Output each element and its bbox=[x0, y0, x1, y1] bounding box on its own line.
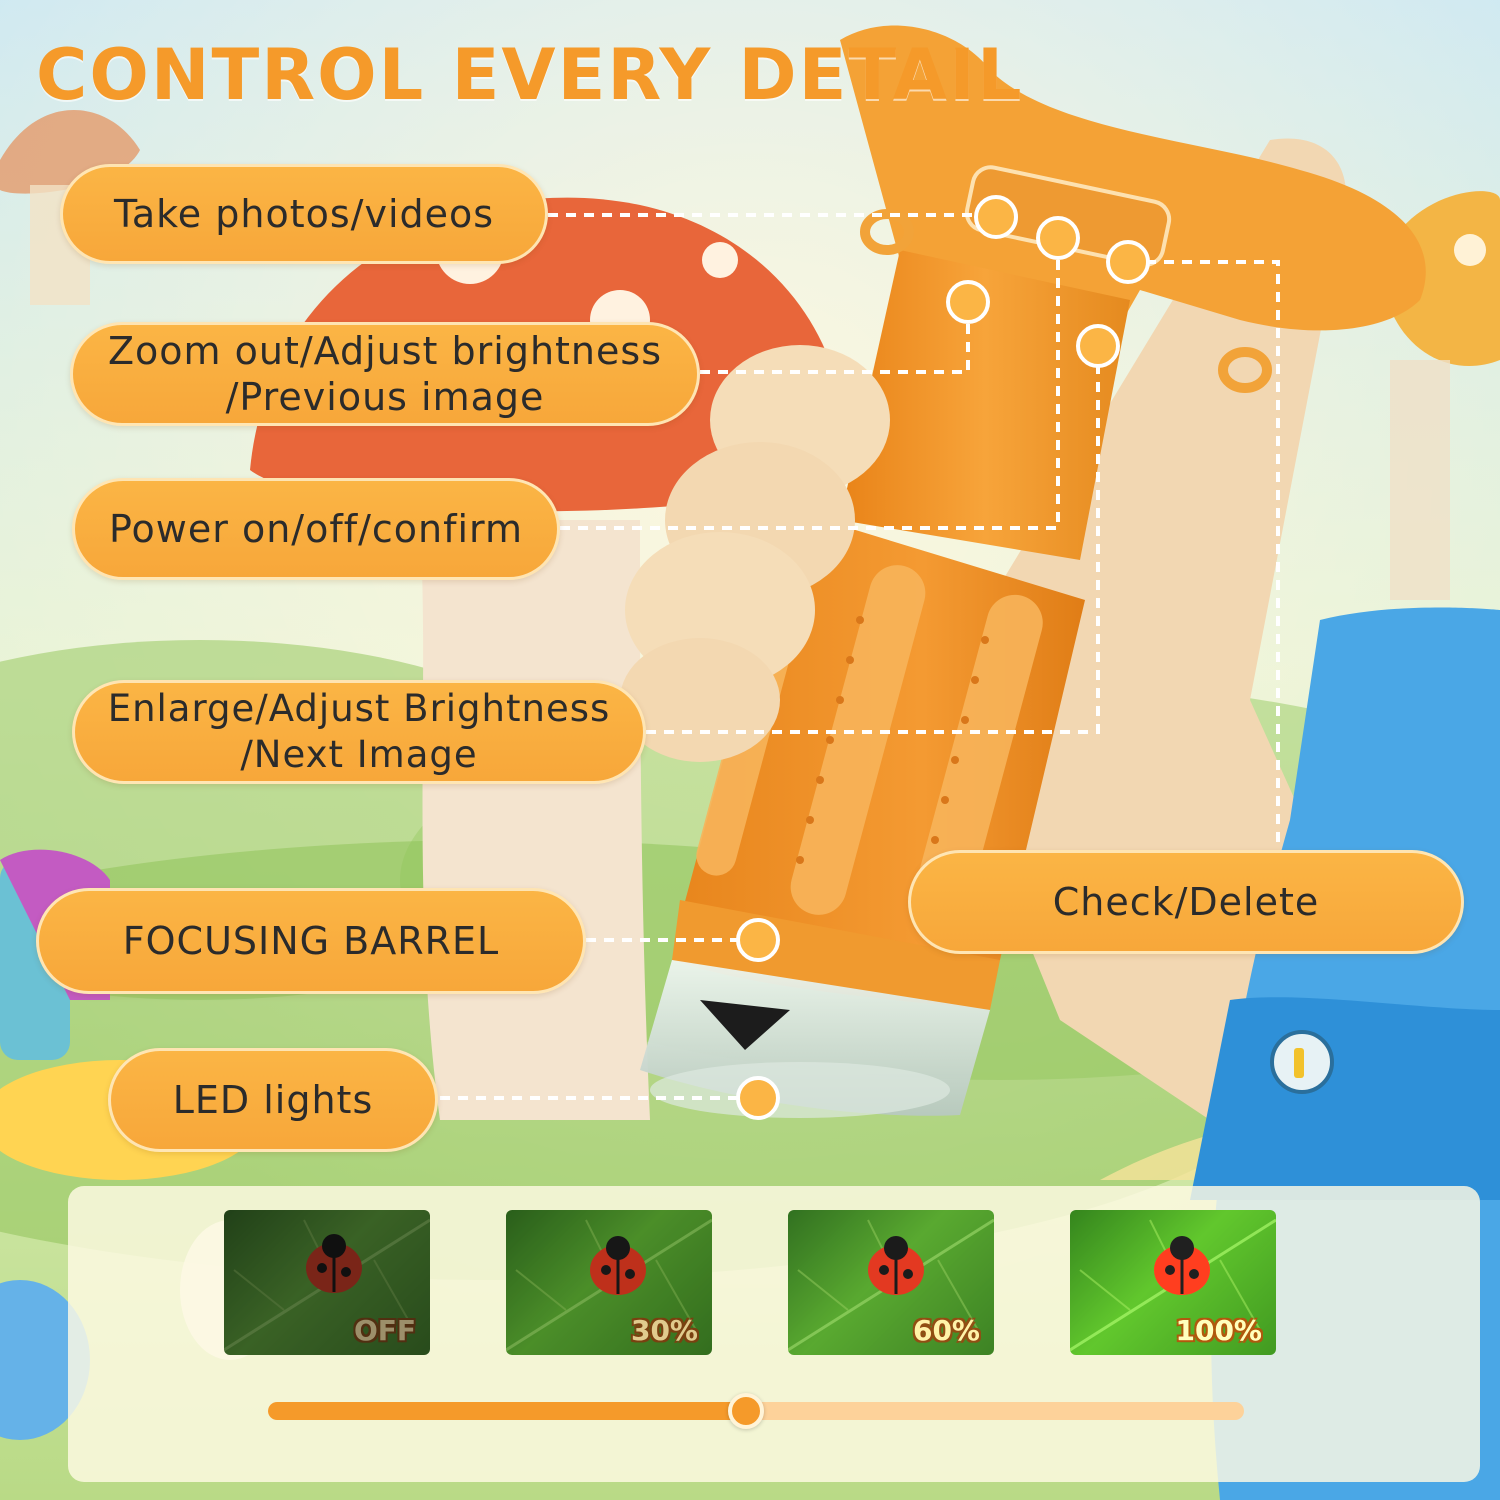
label-check-delete: Check/Delete bbox=[908, 850, 1464, 954]
brightness-slider-fill bbox=[268, 1402, 747, 1420]
label-take-photos: Take photos/videos bbox=[60, 164, 548, 264]
label-enlarge-text: Enlarge/Adjust Brightness /Next Image bbox=[107, 687, 611, 776]
label-led-lights: LED lights bbox=[108, 1048, 438, 1152]
brightness-label-60: 60% bbox=[912, 1314, 980, 1347]
brightness-thumb-100: 100% bbox=[1070, 1210, 1276, 1355]
ladybug-icon bbox=[224, 1218, 430, 1352]
label-led-lights-text: LED lights bbox=[172, 1078, 374, 1122]
label-take-photos-text: Take photos/videos bbox=[113, 192, 495, 236]
brightness-label-100: 100% bbox=[1175, 1314, 1262, 1347]
label-power: Power on/off/confirm bbox=[72, 478, 560, 580]
brightness-thumb-60: 60% bbox=[788, 1210, 994, 1355]
ladybug-icon bbox=[506, 1218, 712, 1352]
brightness-label-off: OFF bbox=[353, 1314, 416, 1347]
label-zoom-out-text: Zoom out/Adjust brightness /Previous ima… bbox=[108, 329, 662, 419]
ladybug-icon bbox=[788, 1218, 994, 1352]
label-zoom-out: Zoom out/Adjust brightness /Previous ima… bbox=[70, 322, 700, 426]
brightness-thumb-30: 30% bbox=[506, 1210, 712, 1355]
brightness-thumb-off: OFF bbox=[224, 1210, 430, 1355]
brightness-slider-knob[interactable] bbox=[728, 1393, 765, 1429]
label-enlarge: Enlarge/Adjust Brightness /Next Image bbox=[72, 680, 646, 784]
brightness-label-30: 30% bbox=[630, 1314, 698, 1347]
label-focusing-barrel-text: FOCUSING BARREL bbox=[122, 919, 500, 963]
page-title: CONTROL EVERY DETAIL bbox=[36, 34, 1024, 116]
label-power-text: Power on/off/confirm bbox=[108, 507, 524, 551]
label-check-delete-text: Check/Delete bbox=[1052, 880, 1320, 924]
label-focusing-barrel: FOCUSING BARREL bbox=[36, 888, 586, 994]
ladybug-icon bbox=[1070, 1218, 1276, 1352]
